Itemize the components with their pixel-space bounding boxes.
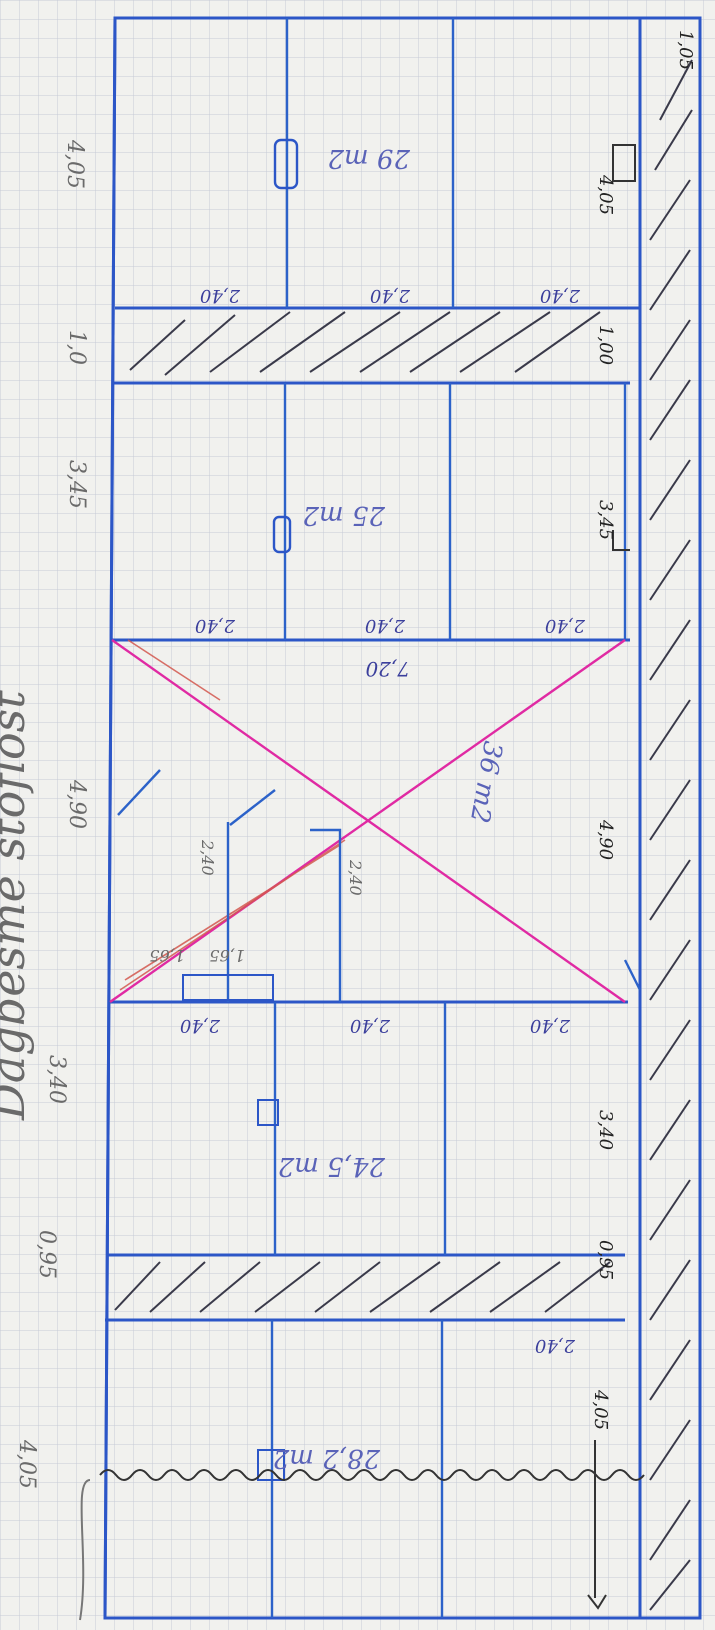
room-2: 25 m2 2,40 2,40 2,40: [195, 500, 586, 636]
room-1-width-1: 2,40: [200, 285, 241, 306]
dim-right-2: 4,05: [595, 174, 616, 215]
dim-left-1: 4,05: [62, 139, 87, 189]
room-5: 28,2 m2 2,40: [273, 1335, 576, 1473]
hatched-corridor-1: [129, 311, 601, 376]
hatched-corridor-2: [114, 1261, 611, 1313]
sheet-title: Dagbesme stoflost: [0, 690, 35, 1121]
outer-walls: [103, 16, 702, 1620]
room-4-width-1: 2,40: [180, 1015, 221, 1036]
dim-right-3: 1,00: [595, 325, 616, 365]
right-dimensions: 1,05 4,05 1,00 3,45 4,90 3,40 0,95 4,05: [590, 30, 696, 1430]
dim-right-4: 3,45: [595, 500, 616, 540]
wavy-edge: [99, 1440, 645, 1610]
hall-marks: [117, 769, 642, 1002]
dim-left-7: 4,05: [14, 1439, 39, 1489]
hatched-strip-right: [649, 59, 693, 1611]
dim-right-7: 0,95: [595, 1240, 616, 1280]
room-1: 29 m2 2,40 2,40 2,40: [200, 143, 581, 306]
room-5-area: 28,2 m2: [273, 1443, 381, 1473]
room-2-width-2: 2,40: [365, 615, 406, 636]
room-4-area: 24,5 m2: [278, 1151, 386, 1181]
fixtures: [257, 138, 636, 1481]
brace-left: [79, 1479, 91, 1621]
dim-right-1: 1,05: [675, 30, 696, 70]
hall-diagonals: [109, 639, 626, 1003]
room-4: 24,5 m2 2,40 2,40 2,40: [180, 1015, 571, 1181]
dim-right-6: 3,40: [595, 1110, 616, 1150]
dim-right-5: 4,90: [595, 819, 616, 860]
room-1-width-3: 2,40: [540, 285, 581, 306]
room-3-width-1: 2,40: [198, 839, 217, 876]
dim-left-3: 3,45: [64, 460, 89, 509]
room-3-width-2: 2,40: [346, 859, 365, 896]
room-5-width-1: 2,40: [535, 1335, 576, 1356]
svg-text:Dagbesme stoflost: Dagbesme stoflost: [0, 690, 35, 1121]
left-dimensions: 4,05 1,0 3,45 4,90 3,40 0,95 4,05: [14, 139, 89, 1489]
dim-right-8: 4,05: [590, 1389, 611, 1430]
dim-left-5: 3,40: [44, 1055, 69, 1104]
dim-left-4: 4,90: [64, 779, 89, 829]
room-1-width-2: 2,40: [370, 285, 411, 306]
room-3-width-4: 1,65: [149, 946, 185, 965]
room-4-width-3: 2,40: [530, 1015, 571, 1036]
room-dividers: [105, 306, 640, 1322]
room-3-width-3: 1,65: [209, 946, 245, 965]
room-1-area: 29 m2: [327, 143, 411, 173]
room-2-width-1: 2,40: [195, 615, 236, 636]
dim-left-2: 1,0: [64, 330, 89, 365]
bay-lines: [270, 18, 627, 1618]
room-2-area: 25 m2: [302, 500, 386, 530]
dim-left-6: 0,95: [34, 1230, 59, 1279]
room-2-width-3: 2,40: [545, 615, 586, 636]
room-3-span: 7,20: [365, 657, 410, 681]
room-4-width-2: 2,40: [350, 1015, 391, 1036]
